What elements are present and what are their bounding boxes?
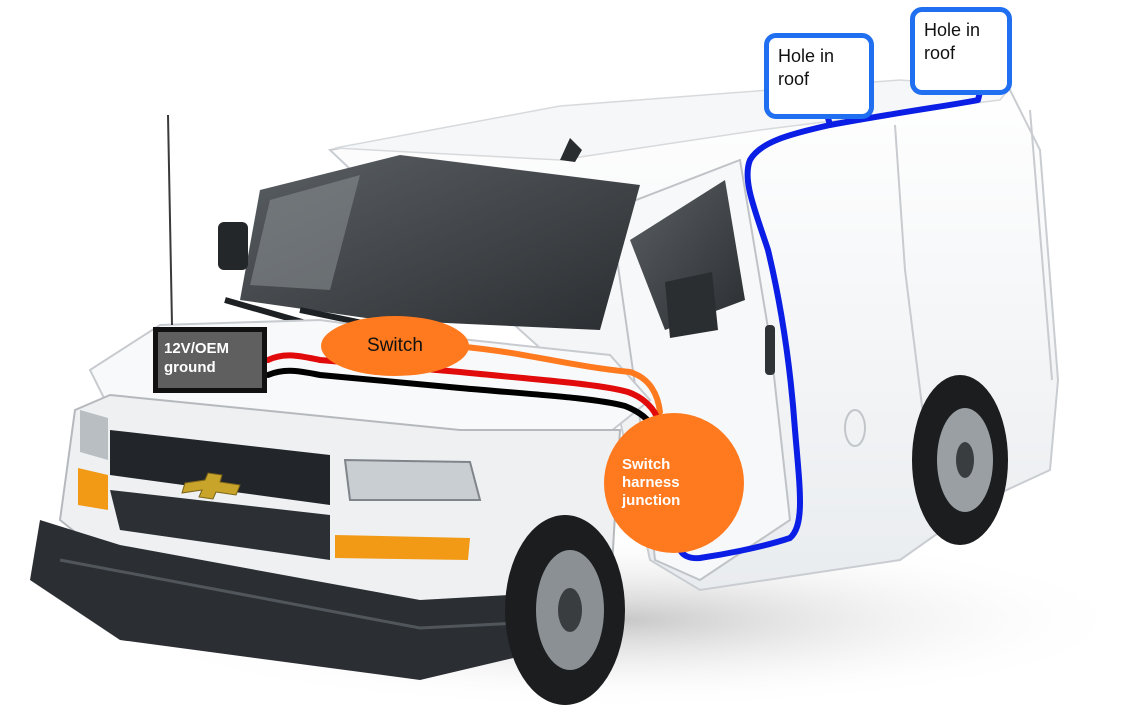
mirror [665,272,718,338]
roof-hole-label-1: Hole in roof [764,33,874,119]
rear-wheel [912,375,1008,545]
junction-text: Switch harness junction [622,456,680,510]
junction-label: Switch harness junction [604,413,744,553]
left-headlight [80,410,108,460]
antenna-icon [168,115,172,325]
roof-hole-text-1: Hole in roof [778,46,834,89]
power-ground-text: 12V/OEM ground [164,340,229,376]
door-handle [765,325,775,375]
turn-signal-right [335,535,470,560]
turn-signal-left [78,468,108,510]
switch-text: Switch [367,335,423,356]
switch-label: Switch [321,316,469,376]
left-mirror [218,222,248,270]
roof-hole-label-2: Hole in roof [910,7,1012,95]
roof-hole-text-2: Hole in roof [924,20,980,63]
headlight [345,460,480,500]
power-ground-label: 12V/OEM ground [153,327,267,393]
